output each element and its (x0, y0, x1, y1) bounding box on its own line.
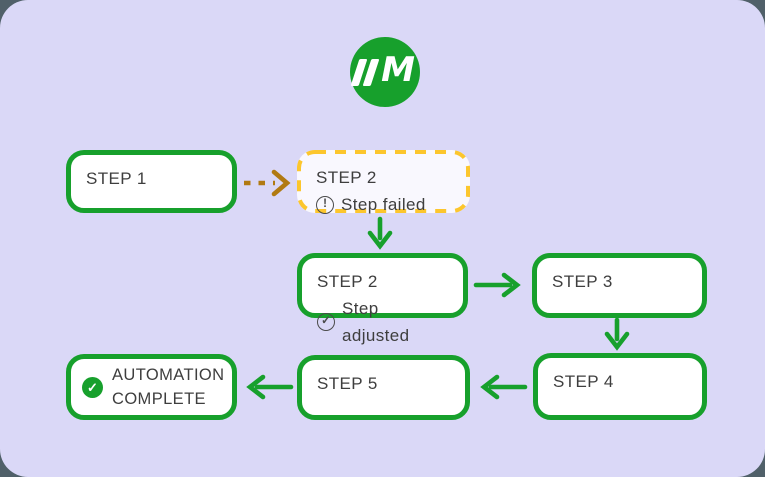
node-step1: STEP 1 (66, 150, 237, 213)
node-step2-adjusted-label: STEP 2 (317, 272, 378, 291)
node-step3-label: STEP 3 (552, 272, 613, 291)
warning-dashed-border (297, 150, 470, 213)
check-circle-icon: ✓ (317, 313, 335, 331)
node-step5-label: STEP 5 (317, 374, 378, 393)
node-step2-failed-label: STEP 2 (316, 168, 377, 187)
node-step4-label: STEP 4 (553, 372, 614, 391)
warning-circle-icon: ! (316, 195, 334, 214)
arrow-step2adjusted-to-step3 (473, 272, 521, 298)
arrow-step5-to-complete (246, 374, 294, 400)
arrow-step2failed-to-step2adjusted (367, 216, 393, 250)
node-step2-failed: STEP 2 ! Step failed (297, 150, 470, 214)
node-step5: STEP 5 (297, 355, 470, 420)
node-step2-failed-status: Step failed (341, 195, 426, 214)
complete-line2: COMPLETE (112, 390, 206, 408)
make-logo-icon: M (350, 37, 420, 107)
node-step2-adjusted-status: Step adjusted (342, 299, 410, 345)
node-step2-adjusted: STEP 2 ✓ Step adjusted (297, 253, 468, 345)
arrow-step4-to-step5 (480, 374, 528, 400)
node-automation-complete: ✓ AUTOMATION COMPLETE (66, 354, 237, 420)
arrow-step3-to-step4 (604, 317, 630, 351)
arrow-step1-to-step2failed (244, 169, 291, 197)
node-step1-label: STEP 1 (86, 169, 147, 188)
logo-glyph: M (350, 50, 415, 90)
success-check-icon: ✓ (82, 376, 103, 398)
node-step3: STEP 3 (532, 253, 707, 318)
node-complete-label: AUTOMATION COMPLETE (112, 363, 224, 411)
node-step4: STEP 4 (533, 353, 707, 420)
logo-letter: M (381, 50, 415, 90)
complete-line1: AUTOMATION (112, 366, 225, 384)
